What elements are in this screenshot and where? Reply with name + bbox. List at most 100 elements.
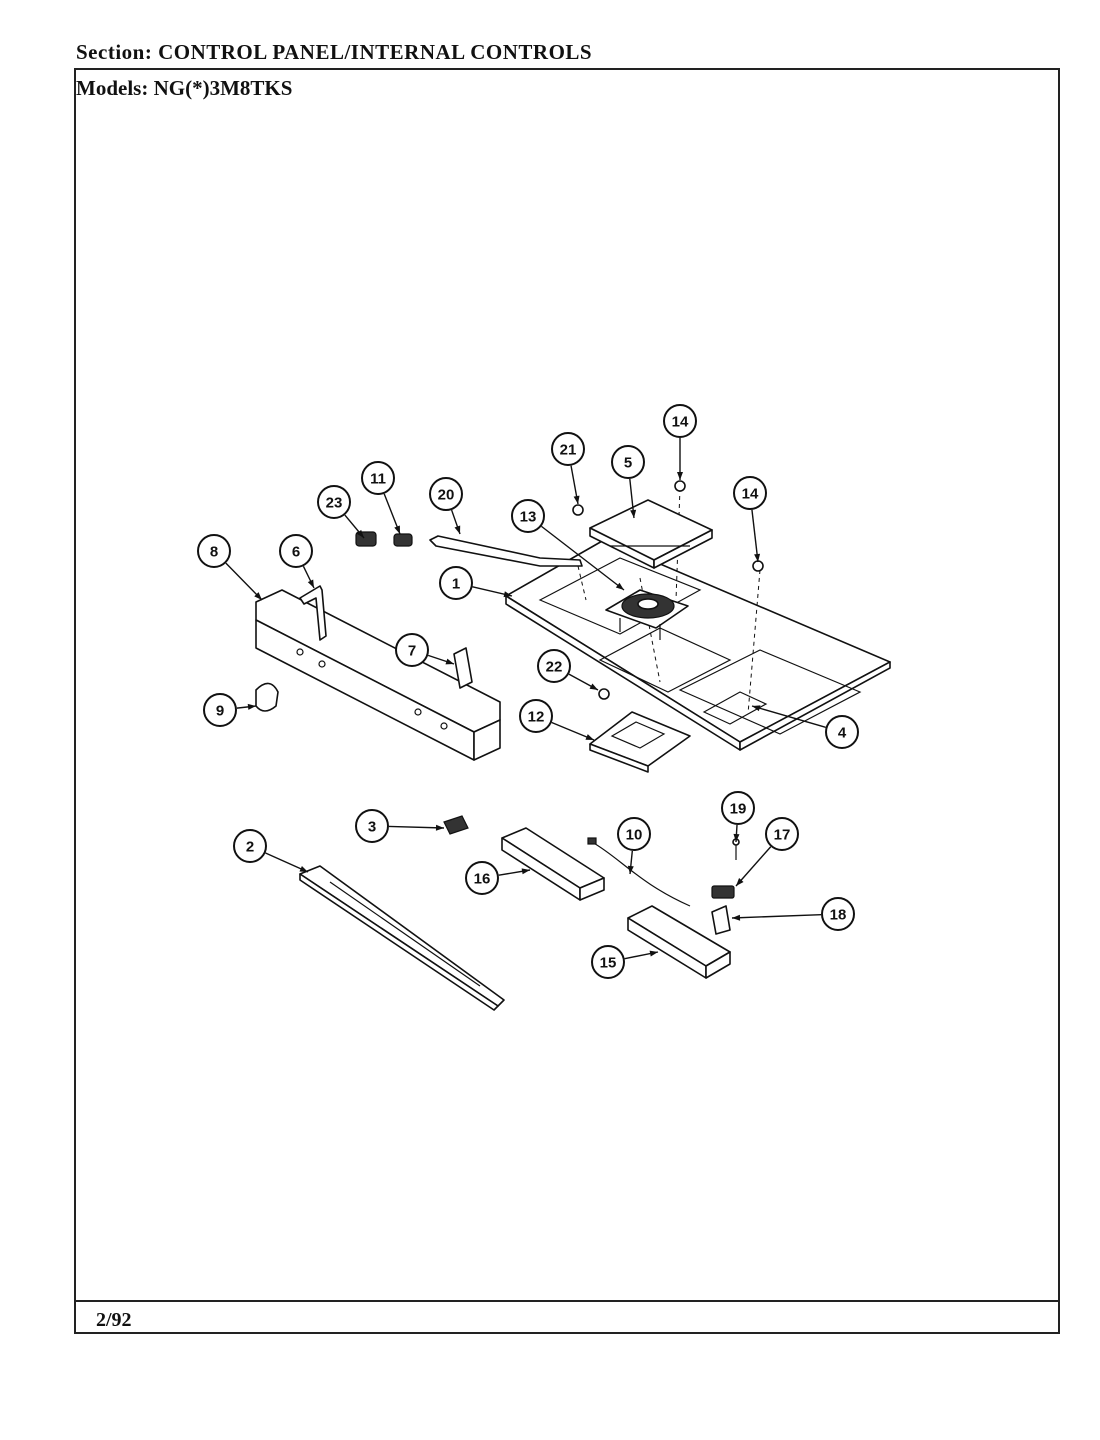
models-value: NG(*)3M8TKS — [153, 76, 293, 100]
diagram-frame — [74, 68, 1060, 1334]
lower-channel — [299, 865, 505, 1011]
callout-3-2: 3 — [355, 809, 445, 843]
callout-arrowhead — [732, 914, 741, 921]
screw-21 — [572, 504, 584, 516]
callout-circle — [361, 461, 395, 495]
callout-number: 10 — [626, 827, 643, 844]
spring-11 — [393, 533, 413, 547]
callout-number: 3 — [368, 819, 376, 836]
callout-arrowhead — [677, 472, 683, 480]
callout-circle — [439, 566, 473, 600]
callout-21-21: 21 — [551, 432, 585, 505]
callout-circle — [511, 499, 545, 533]
callout-13-12: 13 — [511, 499, 625, 591]
callout-number: 14 — [672, 414, 689, 431]
callout-number: 8 — [210, 544, 218, 561]
callout-7-6: 7 — [395, 633, 455, 667]
callout-leader — [731, 913, 822, 919]
callout-circle — [233, 829, 267, 863]
callout-arrowhead — [627, 865, 634, 874]
callout-number: 11 — [370, 471, 386, 488]
callout-number: 7 — [408, 643, 416, 660]
callout-circle — [203, 693, 237, 727]
callout-number: 19 — [730, 801, 747, 818]
callout-20-20: 20 — [429, 477, 463, 535]
callout-leader — [541, 525, 625, 591]
clip-18 — [711, 905, 731, 935]
callout-circle — [551, 432, 585, 466]
callout-number: 13 — [520, 509, 537, 526]
callout-circle — [663, 404, 697, 438]
callout-arrowhead — [307, 579, 314, 588]
callout-arrowhead — [754, 553, 761, 562]
callout-circle — [429, 477, 463, 511]
callout-number: 23 — [326, 495, 343, 512]
callout-arrowhead — [733, 833, 740, 842]
callout-22-22: 22 — [537, 649, 599, 691]
callout-number: 2 — [246, 839, 254, 856]
callout-circle — [395, 633, 429, 667]
callout-number: 4 — [838, 725, 847, 742]
callout-number: 6 — [292, 544, 300, 561]
callout-16-16: 16 — [465, 861, 531, 895]
callout-23-23: 23 — [317, 485, 365, 539]
callout-circle — [465, 861, 499, 895]
callout-12-11: 12 — [519, 699, 595, 741]
callout-leader — [388, 825, 445, 829]
callout-14-14: 14 — [733, 476, 767, 563]
callout-arrowhead — [752, 705, 761, 712]
callout-arrowhead — [503, 591, 512, 598]
callout-number: 20 — [438, 487, 455, 504]
callout-arrowhead — [615, 582, 624, 590]
callout-arrowhead — [521, 868, 530, 875]
callout-arrowhead — [445, 658, 454, 665]
bracket-16 — [501, 827, 605, 901]
callout-11-10: 11 — [361, 461, 401, 535]
screw-14a — [674, 480, 686, 492]
callout-circle — [519, 699, 553, 733]
callout-number: 21 — [560, 442, 577, 459]
callout-2-1: 2 — [233, 829, 309, 873]
callout-4-3: 4 — [751, 705, 859, 749]
callout-arrowhead — [736, 878, 744, 886]
wire-harness — [587, 837, 691, 907]
control-panel-base — [505, 487, 891, 751]
callout-number: 16 — [474, 871, 491, 888]
callout-1: 1 — [439, 566, 513, 600]
models-label: Models: — [76, 76, 149, 100]
footer-rule — [74, 1300, 1060, 1302]
callout-arrowhead — [649, 950, 658, 957]
switch-bracket — [627, 905, 731, 979]
callout-circle — [733, 476, 767, 510]
callout-leader — [751, 509, 759, 563]
callout-number: 18 — [830, 907, 847, 924]
callout-circle — [537, 649, 571, 683]
screw-19 — [732, 838, 740, 860]
callout-14-13: 14 — [663, 404, 697, 480]
section-title: Section: CONTROL PANEL/INTERNAL CONTROLS — [76, 40, 592, 65]
support-rod — [429, 535, 587, 601]
callout-leader — [225, 562, 263, 601]
clip — [453, 647, 473, 689]
callout-5-4: 5 — [611, 445, 645, 519]
small-clip — [443, 815, 469, 835]
callout-arrowhead — [589, 683, 598, 690]
callout-number: 15 — [600, 955, 617, 972]
callout-circle — [611, 445, 645, 479]
mounting-bracket — [299, 585, 327, 641]
models-title: Models: NG(*)3M8TKS — [76, 76, 292, 101]
callout-number: 22 — [546, 659, 563, 676]
bracket-plate — [589, 711, 691, 773]
clock-motor-assembly — [605, 589, 689, 640]
section-label: Section: — [76, 40, 153, 64]
callout-circle — [765, 817, 799, 851]
callout-arrowhead — [356, 529, 364, 538]
callout-arrowhead — [585, 734, 594, 740]
electronic-board — [589, 499, 713, 569]
callout-arrowhead — [630, 509, 637, 518]
callout-circle — [197, 534, 231, 568]
callout-15-15: 15 — [591, 945, 659, 979]
screw-22 — [598, 688, 610, 700]
callout-17-17: 17 — [735, 817, 799, 887]
